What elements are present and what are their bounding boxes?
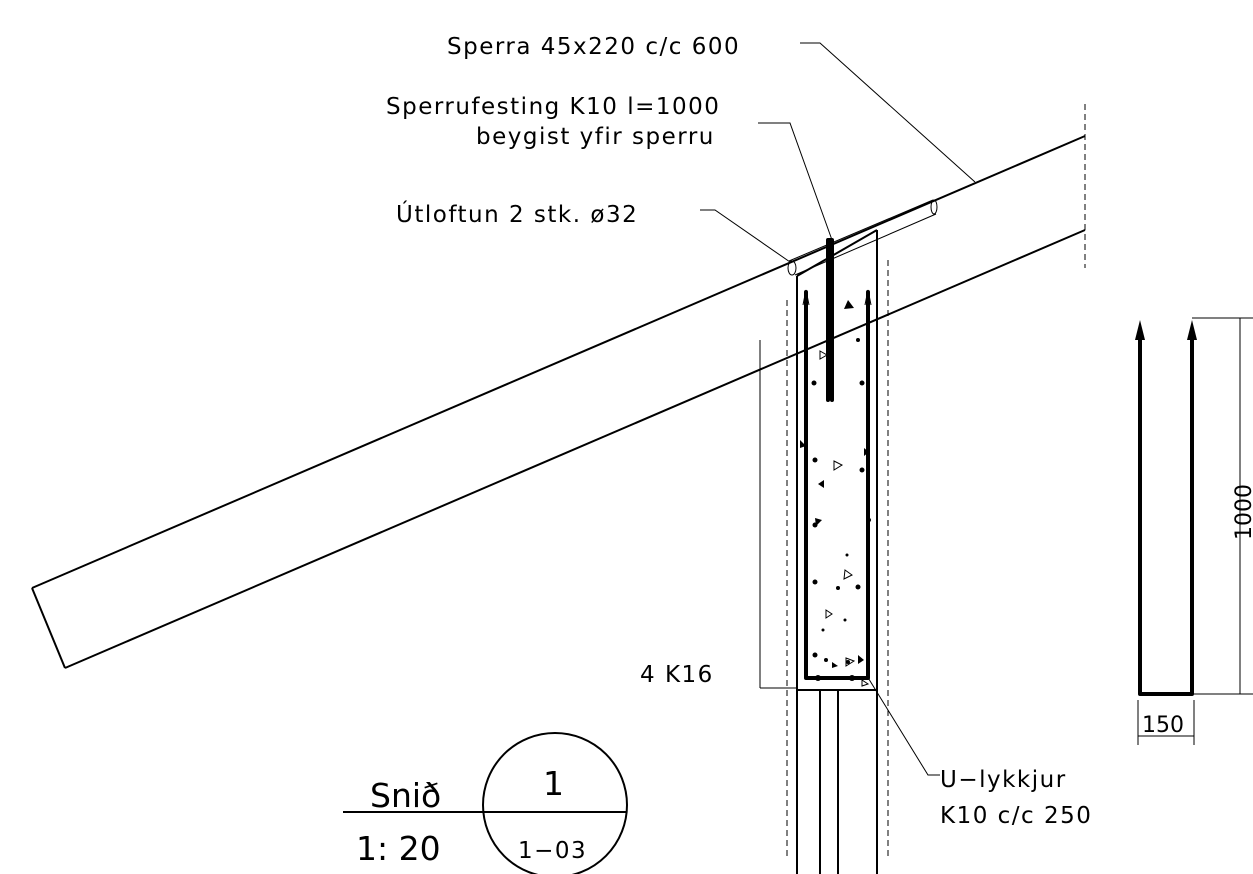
ventilation-pipe [787,199,938,276]
wall-below [759,340,878,874]
rafter-label: Sperra 45x220 c/c 600 [447,34,740,60]
section-label: Snið [370,776,441,815]
fastener-label-line2: beygist yfir sperru [476,124,715,150]
sheet-reference: 1−03 [518,838,587,864]
u-loop-detail [1135,317,1253,745]
rafter [31,104,1086,669]
fastener-label-line1: Sperrufesting K10 l=1000 [386,94,720,120]
section-title-symbol [343,732,628,874]
ventilation-label: Útloftun 2 stk. ø32 [396,200,638,228]
bottom-bars-label: 4 K16 [640,662,714,688]
u-loop-height-dimension: 1000 [1232,484,1253,540]
u-loops-label-line2: K10 c/c 250 [940,803,1092,829]
detail-number: 1 [543,764,564,803]
scale-label: 1: 20 [356,829,441,868]
leader-lines [700,42,976,776]
u-loop-width-dimension: 150 [1142,713,1184,738]
concrete-hatch [800,300,871,687]
u-loops-label-line1: U−lykkjur [940,767,1067,793]
concrete-column [786,229,889,860]
